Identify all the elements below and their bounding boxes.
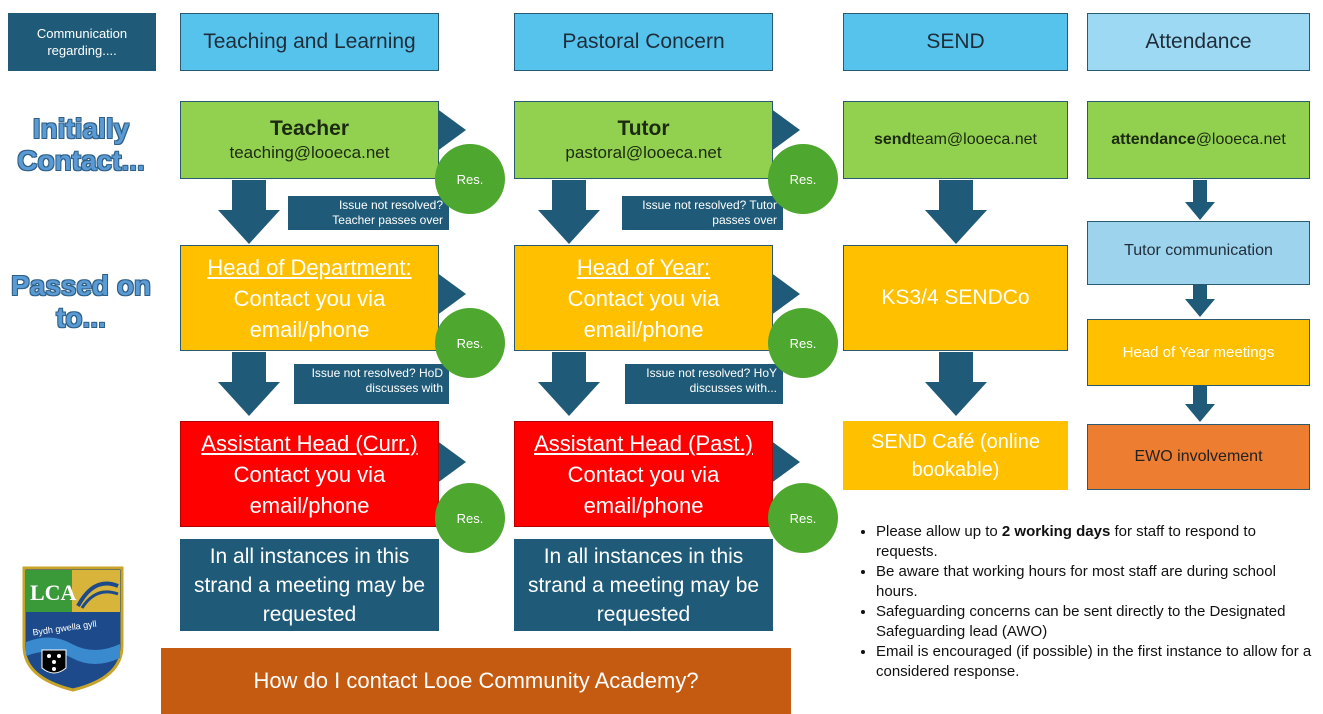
attendance-email-box: attendance@looeca.net bbox=[1087, 101, 1310, 179]
head-of-year-box: Head of Year: Contact you via email/phon… bbox=[514, 245, 773, 351]
down-arrow-icon bbox=[1185, 180, 1215, 220]
footer-title-banner: How do I contact Looe Community Academy? bbox=[161, 648, 791, 714]
tutor-passes-over-note: Issue not resolved? Tutor passes over bbox=[622, 196, 783, 230]
attendance-email[interactable]: attendance@looeca.net bbox=[1111, 131, 1286, 148]
down-arrow-icon bbox=[925, 352, 987, 416]
teacher-box: Teacher teaching@looeca.net bbox=[180, 101, 439, 179]
assistant-head-curr-text: Contact you via email/phone bbox=[233, 461, 386, 518]
column-header-teaching-label: Teaching and Learning bbox=[203, 30, 416, 53]
guidance-note: Email is encouraged (if possible) in the… bbox=[876, 642, 1318, 682]
sendco-label: KS3/4 SENDCo bbox=[881, 286, 1030, 309]
resolved-circle: Res. bbox=[435, 483, 505, 553]
guidance-note: Please allow up to 2 working days for st… bbox=[876, 522, 1318, 562]
column-header-attendance-label: Attendance bbox=[1145, 30, 1252, 53]
communication-regarding-label: Communication regarding.... bbox=[8, 13, 156, 71]
head-of-year-meetings-label: Head of Year meetings bbox=[1122, 344, 1275, 361]
footer-title-text: How do I contact Looe Community Academy? bbox=[253, 668, 699, 693]
head-of-department-title: Head of Department: bbox=[207, 254, 412, 280]
send-cafe-box: SEND Café (online bookable) bbox=[843, 421, 1068, 490]
logo-letters: LCA bbox=[30, 580, 77, 605]
sendco-box: KS3/4 SENDCo bbox=[843, 245, 1068, 351]
resolved-circle: Res. bbox=[435, 308, 505, 378]
column-header-pastoral-label: Pastoral Concern bbox=[562, 30, 725, 53]
hod-discusses-note: Issue not resolved? HoD discusses with bbox=[294, 364, 449, 404]
hod-discusses-text: Issue not resolved? HoD discusses with bbox=[311, 366, 443, 395]
head-of-year-meetings-box: Head of Year meetings bbox=[1087, 319, 1310, 386]
column-header-send: SEND bbox=[843, 13, 1068, 71]
column-header-attendance: Attendance bbox=[1087, 13, 1310, 71]
down-arrow-icon bbox=[218, 180, 280, 244]
tutor-communication-box: Tutor communication bbox=[1087, 221, 1310, 285]
teacher-passes-over-note: Issue not resolved? Teacher passes over bbox=[288, 196, 449, 230]
tutor-communication-label: Tutor communication bbox=[1124, 242, 1273, 259]
communication-regarding-text: Communication regarding.... bbox=[36, 26, 128, 58]
down-arrow-icon bbox=[538, 180, 600, 244]
column-header-teaching: Teaching and Learning bbox=[180, 13, 439, 71]
send-email-box: sendteam@looeca.net bbox=[843, 101, 1068, 179]
initially-contact-label: Initially Contact... bbox=[17, 113, 145, 176]
resolved-circle: Res. bbox=[768, 483, 838, 553]
pastoral-meeting-text: In all instances in this strand a meetin… bbox=[527, 544, 760, 626]
teacher-passes-over-text: Issue not resolved? Teacher passes over bbox=[332, 198, 443, 227]
down-arrow-icon bbox=[925, 180, 987, 244]
resolved-label: Res. bbox=[789, 171, 817, 187]
head-of-department-text: Contact you via email/phone bbox=[233, 285, 386, 342]
teacher-title: Teacher bbox=[270, 117, 349, 140]
resolved-circle: Res. bbox=[435, 144, 505, 214]
teaching-email[interactable]: teaching@looeca.net bbox=[229, 143, 390, 162]
teaching-meeting-box: In all instances in this strand a meetin… bbox=[180, 539, 439, 631]
ewo-involvement-label: EWO involvement bbox=[1134, 448, 1263, 465]
assistant-head-curr-title: Assistant Head (Curr.) bbox=[201, 430, 418, 456]
assistant-head-curr-box: Assistant Head (Curr.) Contact you via e… bbox=[180, 421, 439, 527]
resolved-label: Res. bbox=[456, 510, 484, 526]
academy-logo: LCA Bydh gwella gyll bbox=[22, 566, 124, 692]
down-arrow-icon bbox=[538, 352, 600, 416]
pastoral-meeting-box: In all instances in this strand a meetin… bbox=[514, 539, 773, 631]
send-cafe-label: SEND Café (online bookable) bbox=[871, 430, 1040, 481]
down-arrow-icon bbox=[218, 352, 280, 416]
head-of-year-title: Head of Year: bbox=[576, 254, 711, 280]
head-of-year-text: Contact you via email/phone bbox=[567, 285, 720, 342]
hoy-discusses-note: Issue not resolved? HoY discusses with..… bbox=[625, 364, 783, 404]
ewo-involvement-box: EWO involvement bbox=[1087, 424, 1310, 490]
column-header-send-label: SEND bbox=[926, 30, 985, 53]
assistant-head-past-title: Assistant Head (Past.) bbox=[534, 430, 753, 456]
assistant-head-past-box: Assistant Head (Past.) Contact you via e… bbox=[514, 421, 773, 527]
teaching-meeting-text: In all instances in this strand a meetin… bbox=[193, 544, 426, 626]
guidance-notes: Please allow up to 2 working days for st… bbox=[843, 522, 1318, 682]
pastoral-email[interactable]: pastoral@looeca.net bbox=[565, 143, 722, 162]
tutor-box: Tutor pastoral@looeca.net bbox=[514, 101, 773, 179]
guidance-note: Be aware that working hours for most sta… bbox=[876, 562, 1318, 602]
send-email[interactable]: sendteam@looeca.net bbox=[874, 131, 1037, 148]
resolved-label: Res. bbox=[456, 171, 484, 187]
resolved-label: Res. bbox=[789, 335, 817, 351]
tutor-passes-over-text: Issue not resolved? Tutor passes over bbox=[642, 198, 777, 227]
column-header-pastoral: Pastoral Concern bbox=[514, 13, 773, 71]
head-of-department-box: Head of Department: Contact you via emai… bbox=[180, 245, 439, 351]
hoy-discusses-text: Issue not resolved? HoY discusses with..… bbox=[646, 366, 777, 395]
resolved-circle: Res. bbox=[768, 308, 838, 378]
assistant-head-past-text: Contact you via email/phone bbox=[567, 461, 720, 518]
resolved-label: Res. bbox=[456, 335, 484, 351]
resolved-label: Res. bbox=[789, 510, 817, 526]
guidance-note: Safeguarding concerns can be sent direct… bbox=[876, 602, 1318, 642]
resolved-circle: Res. bbox=[768, 144, 838, 214]
down-arrow-icon bbox=[1185, 279, 1215, 317]
passed-on-to-label: Passed on to... bbox=[10, 270, 152, 333]
tutor-title: Tutor bbox=[617, 117, 670, 140]
down-arrow-icon bbox=[1185, 386, 1215, 422]
